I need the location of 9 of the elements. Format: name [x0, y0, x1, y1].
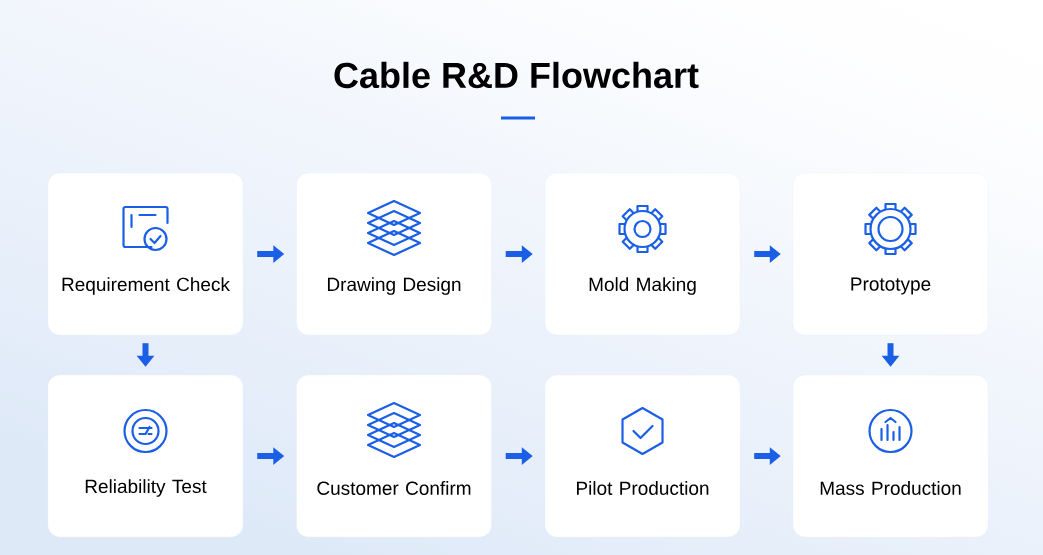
process-box: Mold Making	[544, 172, 741, 336]
process-box: Reliability Test	[47, 374, 244, 538]
process-box: Prototype	[792, 172, 989, 336]
process-box: Pilot Production	[544, 374, 741, 538]
process-box: Requirement Check	[47, 172, 244, 336]
title: Cable R&D Flowchart	[334, 61, 699, 89]
process-box: Drawing Design	[296, 172, 492, 336]
process-box: Customer Confirm	[296, 374, 492, 538]
process-box: Mass Production	[792, 374, 989, 538]
